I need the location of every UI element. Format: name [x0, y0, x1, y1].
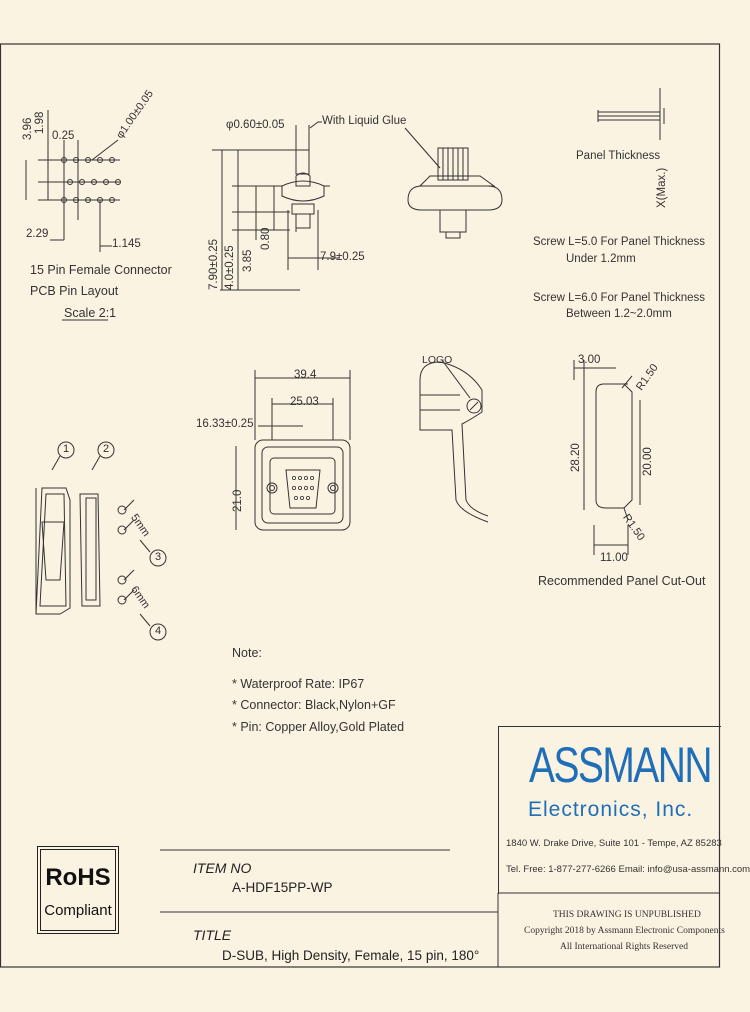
- dim-7-90: 7.90±0.25: [208, 238, 220, 290]
- screw5-line1: Screw L=5.0 For Panel Thickness: [533, 236, 706, 248]
- dim-21-0: 21.0: [232, 489, 244, 512]
- callout-3: 3: [155, 551, 162, 563]
- dim-3-00: 3.00: [578, 354, 601, 366]
- dim-3-96: 3.96: [22, 117, 34, 140]
- copyright-line1: THIS DRAWING IS UNPUBLISHED: [553, 910, 701, 920]
- company-address: 1840 W. Drake Drive, Suite 101 - Tempe, …: [506, 838, 722, 849]
- notes-heading: Note:: [232, 646, 262, 660]
- dim-11-00: 11.00: [600, 552, 628, 564]
- company-logo: ASSMANN: [529, 737, 713, 793]
- dim-25-03: 25.03: [290, 396, 319, 408]
- dim-39-4: 39.4: [294, 369, 317, 381]
- sheet-frame: [0, 43, 721, 968]
- copyright-line2: Copyright 2018 by Assmann Electronic Com…: [524, 926, 725, 936]
- pcb-scale: Scale 2:1: [64, 306, 117, 320]
- pin-diameter-dim: φ0.60±0.05: [226, 119, 285, 131]
- dim-1-98: 1.98: [34, 111, 46, 134]
- logo-label: LOGO: [422, 354, 453, 366]
- panel-thickness-drawing: [597, 88, 665, 140]
- pcb-caption-layout: PCB Pin Layout: [30, 284, 119, 298]
- company-contact: Tel. Free: 1-877-277-6266 Email: info@us…: [506, 864, 750, 875]
- item-no-label: ITEM NO: [193, 860, 252, 876]
- title-label: TITLE: [193, 927, 232, 943]
- dim-0-25: 0.25: [52, 130, 75, 142]
- top-view-drawing: [404, 127, 503, 239]
- company-block: [498, 726, 721, 894]
- panel-thickness-label: Panel Thickness: [576, 150, 661, 162]
- dim-2-29: 2.29: [26, 228, 49, 240]
- rohs-subtitle: Compliant: [44, 902, 112, 919]
- note-connector: * Connector: Black,Nylon+GF: [232, 698, 396, 712]
- dim-16-33: 16.33±0.25: [196, 418, 254, 430]
- drawing-linework: [0, 43, 721, 968]
- item-no-value: A-HDF15PP-WP: [232, 880, 333, 895]
- cutout-caption: Recommended Panel Cut-Out: [538, 574, 706, 588]
- screw6-line2: Between 1.2~2.0mm: [566, 308, 672, 320]
- company-logo-subtitle: Electronics, Inc.: [528, 798, 694, 821]
- dim-20-00: 20.00: [642, 447, 654, 476]
- note-waterproof: * Waterproof Rate: IP67: [232, 677, 365, 691]
- pcb-caption-connector: 15 Pin Female Connector: [30, 263, 172, 277]
- title-value: D-SUB, High Density, Female, 15 pin, 180…: [222, 948, 480, 963]
- callout-1: 1: [63, 443, 70, 455]
- side-view-drawing: [212, 121, 340, 291]
- liquid-glue-note: With Liquid Glue: [322, 115, 407, 127]
- dim-28-20: 28.20: [570, 443, 582, 472]
- copyright-line3: All International Rights Reserved: [560, 942, 688, 952]
- pcb-layout-drawing: [25, 110, 121, 321]
- x-max-label: X(Max.): [656, 167, 668, 208]
- rohs-badge: RoHS Compliant: [37, 846, 119, 934]
- dim-0-80: 0.80: [260, 227, 272, 250]
- callout-4: 4: [155, 625, 162, 637]
- screw5-line2: Under 1.2mm: [566, 253, 636, 265]
- callout-2: 2: [103, 443, 110, 455]
- dim-3-85: 3.85: [242, 249, 254, 272]
- rohs-title: RoHS: [45, 864, 111, 891]
- dim-4-0: 4.0±0.25: [224, 245, 236, 290]
- panel-cutout-drawing: [573, 360, 641, 555]
- front-face-drawing: [235, 370, 351, 531]
- exploded-view-drawing: [35, 441, 167, 641]
- screw6-line1: Screw L=6.0 For Panel Thickness: [533, 292, 706, 304]
- logo-side-drawing: [419, 359, 489, 523]
- dim-7-9: 7.9±0.25: [320, 251, 365, 263]
- dim-1-145: 1.145: [112, 238, 141, 250]
- note-pin: * Pin: Copper Alloy,Gold Plated: [232, 720, 405, 734]
